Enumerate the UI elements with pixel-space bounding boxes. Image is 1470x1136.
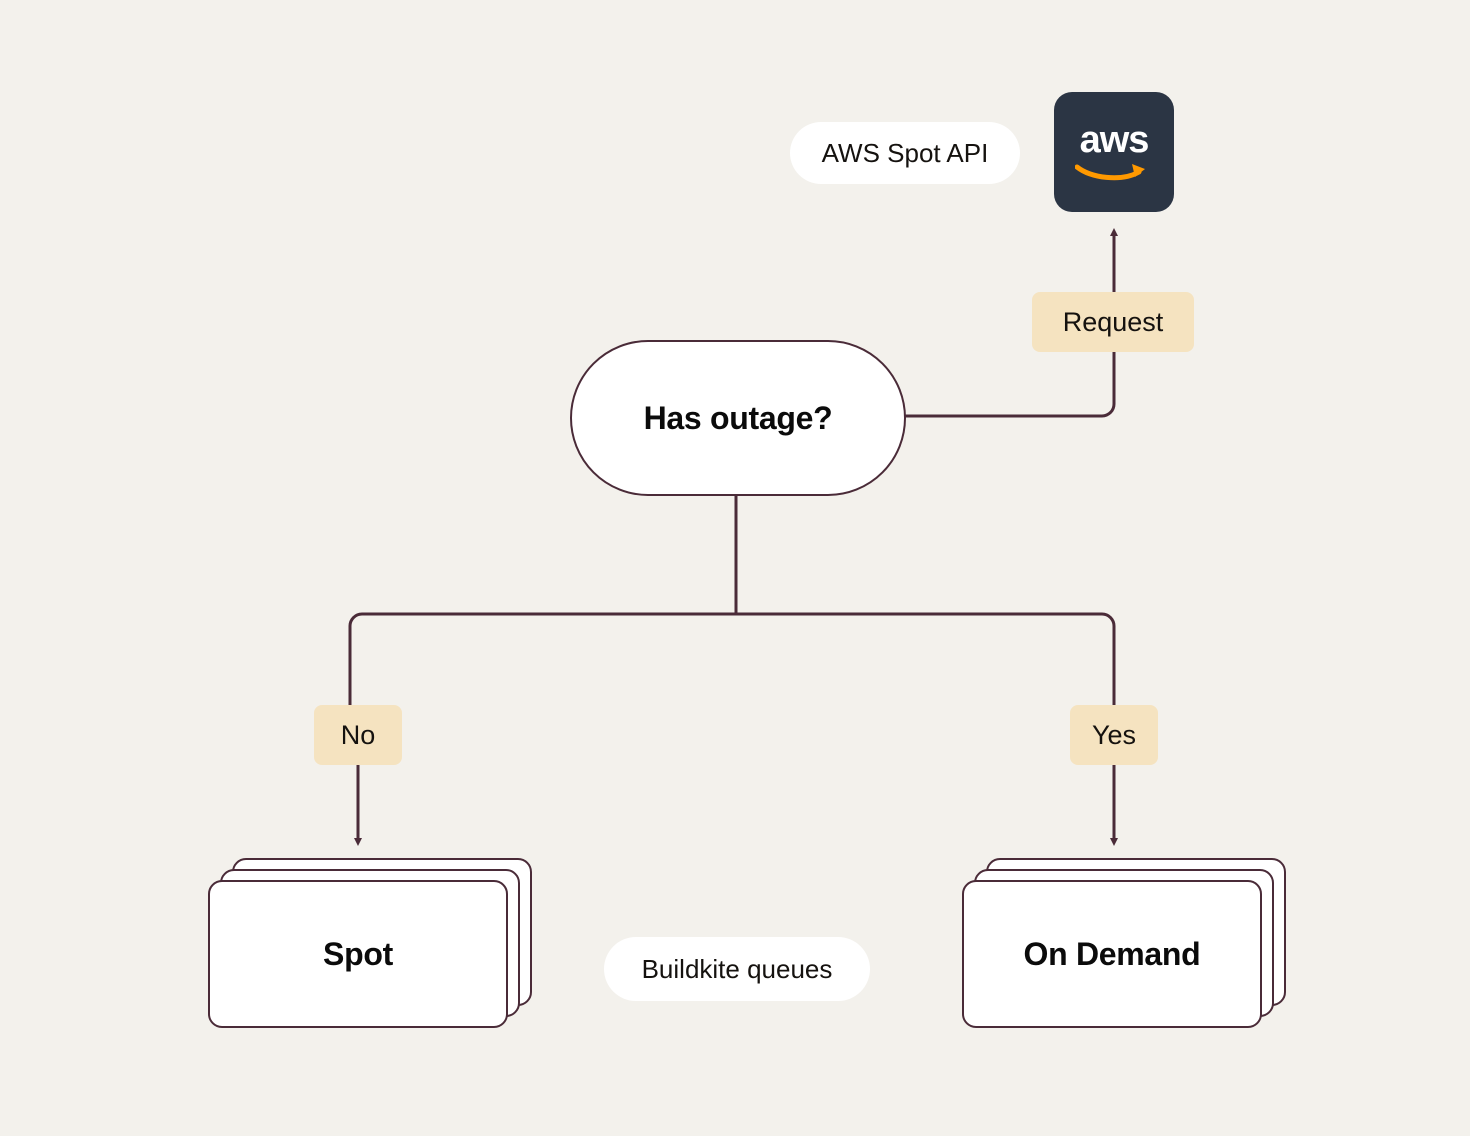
caption-buildkite-queues: Buildkite queues <box>604 937 870 1001</box>
edge-branch-right <box>736 612 1116 705</box>
edge-label-request: Request <box>1032 292 1194 352</box>
edge-branch-left <box>348 612 736 705</box>
caption-aws-spot-api: AWS Spot API <box>790 122 1020 184</box>
edge-has-outage-to-aws <box>902 352 1116 418</box>
queue-stack-on-demand: On Demand <box>962 858 1302 1048</box>
edge-label-no: No <box>314 705 402 765</box>
edge-label-yes: Yes <box>1070 705 1158 765</box>
aws-wordmark: aws <box>1079 119 1150 161</box>
queue-card-front-on-demand: On Demand <box>962 880 1262 1028</box>
queue-stack-spot: Spot <box>208 858 548 1048</box>
aws-smile-icon <box>1075 164 1145 181</box>
aws-logo-tile: aws <box>1054 92 1174 212</box>
decision-node-has-outage: Has outage? <box>570 340 906 496</box>
queue-card-front-spot: Spot <box>208 880 508 1028</box>
